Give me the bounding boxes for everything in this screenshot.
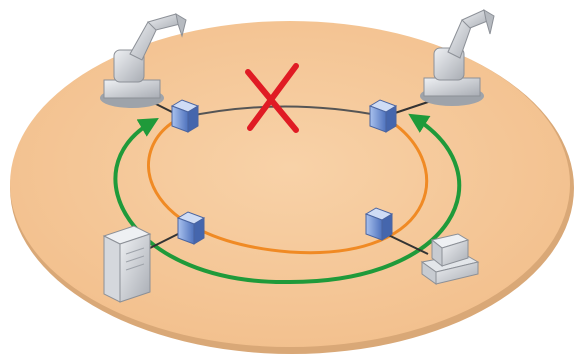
orange-ring-arc: [147, 114, 429, 255]
top-ring-link: [179, 105, 383, 119]
server-tower-icon: [102, 225, 152, 303]
industrial-robot-icon: [100, 12, 187, 108]
network-switch-icon: [368, 99, 398, 133]
computer-icon: [420, 233, 480, 285]
x-mark-icon: [245, 63, 299, 133]
industrial-robot-icon: [420, 8, 495, 106]
redundant-path-arrow: [113, 113, 462, 285]
network-switch-icon: [364, 207, 394, 241]
network-switch-icon: [176, 211, 206, 245]
network-switch-icon: [170, 99, 200, 133]
